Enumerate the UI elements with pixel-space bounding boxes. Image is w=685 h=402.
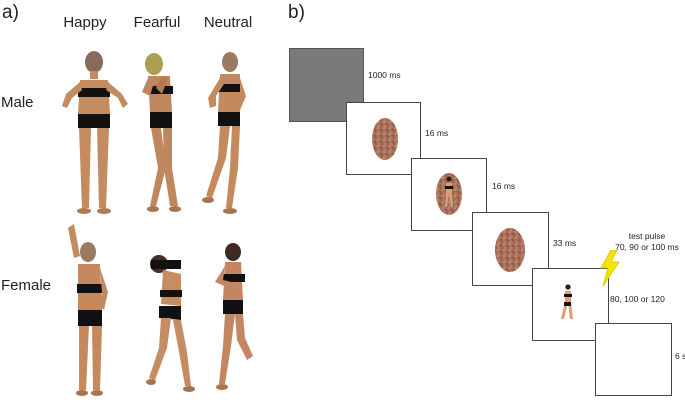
frame-duration-4: 33 ms	[553, 238, 577, 248]
male-neutral-figure	[202, 52, 246, 214]
body-stimulus	[561, 284, 573, 319]
male-fearful-figure	[142, 53, 181, 212]
test-pulse-title: test pulse	[628, 231, 666, 241]
panel-a-label: a)	[2, 2, 19, 23]
frame-duration-5: 80, 100 or 120	[610, 294, 665, 304]
frame-duration-3: 16 ms	[492, 181, 516, 191]
frame-duration-1: 1000 ms	[368, 70, 401, 80]
panel-b-label: b)	[288, 2, 305, 23]
row-label-male: Male	[1, 94, 34, 111]
noise-mask-oval	[372, 118, 398, 160]
noise-mask-oval	[495, 228, 525, 272]
column-label-happy: Happy	[63, 14, 107, 31]
row-label-female: Female	[1, 277, 52, 294]
male-happy-figure	[62, 51, 128, 214]
female-fearful-figure	[146, 255, 195, 392]
body-in-oval-stimulus	[436, 173, 462, 215]
lightning-bolt-icon	[600, 250, 620, 286]
test-pulse-label: test pulse 70, 90 or 100 ms	[611, 231, 683, 253]
frame-duration-6: 6 s	[675, 351, 685, 361]
column-label-neutral: Neutral	[203, 14, 253, 31]
column-label-fearful: Fearful	[133, 14, 181, 31]
female-happy-figure	[68, 224, 108, 396]
test-pulse-times: 70, 90 or 100 ms	[615, 242, 679, 252]
trial-frame-blank	[595, 323, 672, 396]
female-neutral-figure	[215, 243, 253, 390]
frame-duration-2: 16 ms	[425, 128, 449, 138]
trial-frame-mask-1	[346, 102, 421, 175]
